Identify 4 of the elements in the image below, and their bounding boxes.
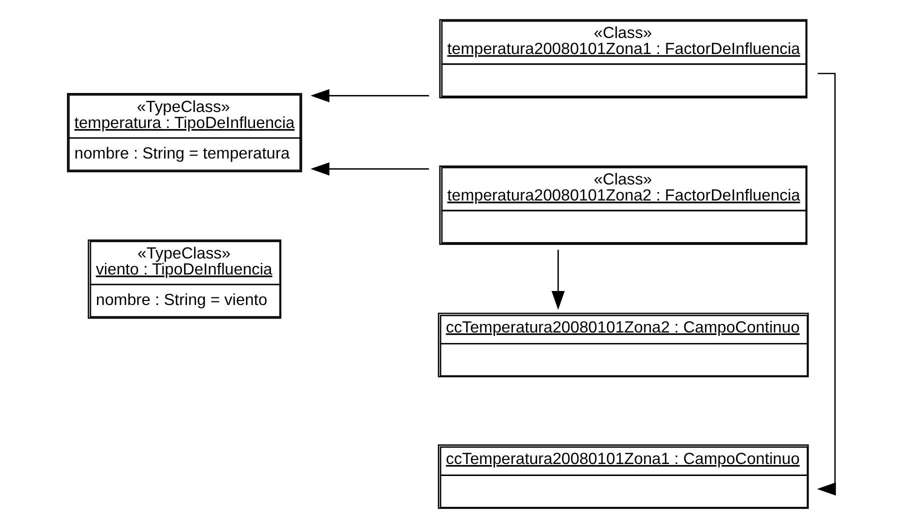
arrow [310, 162, 428, 176]
arrow [816, 72, 836, 496]
arrow [551, 249, 564, 310]
arrow [310, 88, 428, 102]
